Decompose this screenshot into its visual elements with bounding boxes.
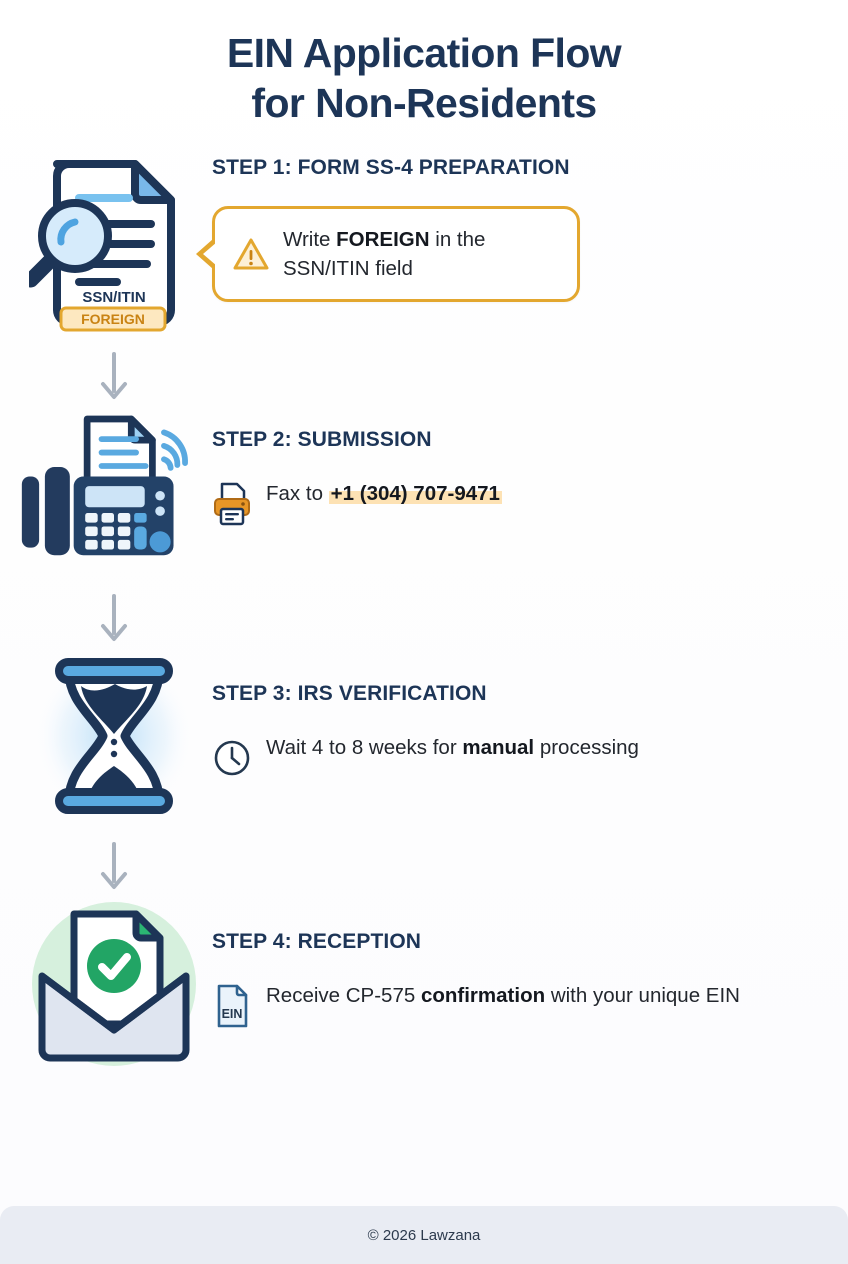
flow-arrow-2 <box>0 588 848 650</box>
detail-post: with your unique EIN <box>545 984 740 1007</box>
hourglass-icon <box>34 652 194 820</box>
envelope-check-icon <box>32 902 196 1066</box>
arrow-down-icon <box>101 352 127 399</box>
detail-pre: Wait 4 to 8 weeks for <box>266 736 463 759</box>
step-1-callout: Write FOREIGN in the SSN/ITIN field <box>212 206 580 302</box>
warning-triangle-icon <box>233 237 269 271</box>
step-2-heading: STEP 2: SUBMISSION <box>212 428 432 451</box>
callout-bold: FOREIGN <box>336 228 430 251</box>
document-magnifier-icon: SSN/ITIN FOREIGN <box>29 160 175 332</box>
step-4-heading: STEP 4: RECEPTION <box>212 930 422 953</box>
step-1-text-column: STEP 1: FORM SS-4 PREPARATION Write FORE… <box>210 146 848 302</box>
detail-post: processing <box>534 736 639 759</box>
fax-number-highlight: +1 (304) 707-9471 <box>328 482 502 505</box>
step-2: STEP 2: SUBMISSION Fax to +1 ( <box>0 408 848 588</box>
detail-pre: Fax to <box>266 482 329 505</box>
step-2-detail-text: Fax to +1 (304) 707-9471 <box>266 478 502 509</box>
fax-machine-icon <box>21 415 188 556</box>
doc-ssn-itin-label: SSN/ITIN <box>82 289 145 306</box>
step-4-icon-column <box>0 898 210 1070</box>
detail-bold: manual <box>462 736 535 759</box>
step-2-icon-column <box>0 408 210 570</box>
title-heading: EIN Application Flow for Non-Residents <box>0 28 848 128</box>
ein-document-icon: EIN <box>212 980 252 1029</box>
step-4: STEP 4: RECEPTION EIN Receive CP-575 con… <box>0 898 848 1084</box>
steps-container: SSN/ITIN FOREIGN STEP 1: FORM SS-4 PREPA… <box>0 128 848 1206</box>
flow-arrow-1 <box>0 346 848 408</box>
doc-foreign-badge: FOREIGN <box>81 311 145 327</box>
callout-post: in the SSN/ITIN field <box>283 228 486 280</box>
step-3-icon-column <box>0 650 210 822</box>
clock-icon <box>212 732 252 778</box>
arrow-down-icon <box>101 594 127 641</box>
footer: © 2026 Lawzana <box>0 1206 848 1264</box>
callout-pre: Write <box>283 228 337 251</box>
step-3-text-column: STEP 3: IRS VERIFICATION Wait 4 to 8 wee… <box>210 650 848 778</box>
ein-icon-label: EIN <box>222 1007 243 1021</box>
footer-copyright: © 2026 Lawzana <box>367 1226 481 1244</box>
flow-arrow-3 <box>0 836 848 898</box>
step-2-text-column: STEP 2: SUBMISSION Fax to +1 ( <box>210 408 848 526</box>
title-line-2: for Non-Residents <box>251 80 597 126</box>
step-1: SSN/ITIN FOREIGN STEP 1: FORM SS-4 PREPA… <box>0 146 848 346</box>
step-1-heading: STEP 1: FORM SS-4 PREPARATION <box>212 156 570 179</box>
detail-pre: Receive CP-575 <box>266 984 421 1007</box>
title-line-1: EIN Application Flow <box>226 30 622 76</box>
step-3-detail: Wait 4 to 8 weeks for manual processing <box>212 732 824 778</box>
step-4-detail: EIN Receive CP-575 confirmation with you… <box>212 980 824 1029</box>
printer-icon <box>212 478 252 526</box>
step-1-callout-text: Write FOREIGN in the SSN/ITIN field <box>283 225 555 283</box>
step-1-icon-column: SSN/ITIN FOREIGN <box>0 146 210 332</box>
step-4-detail-text: Receive CP-575 confirmation with your un… <box>266 980 740 1011</box>
step-3: STEP 3: IRS VERIFICATION Wait 4 to 8 wee… <box>0 650 848 836</box>
arrow-down-icon <box>101 842 127 889</box>
step-4-text-column: STEP 4: RECEPTION EIN Receive CP-575 con… <box>210 898 848 1029</box>
page-title: EIN Application Flow for Non-Residents <box>0 0 848 128</box>
step-2-detail: Fax to +1 (304) 707-9471 <box>212 478 824 526</box>
detail-bold: confirmation <box>420 984 546 1007</box>
step-3-heading: STEP 3: IRS VERIFICATION <box>212 682 487 705</box>
step-3-detail-text: Wait 4 to 8 weeks for manual processing <box>266 732 639 763</box>
